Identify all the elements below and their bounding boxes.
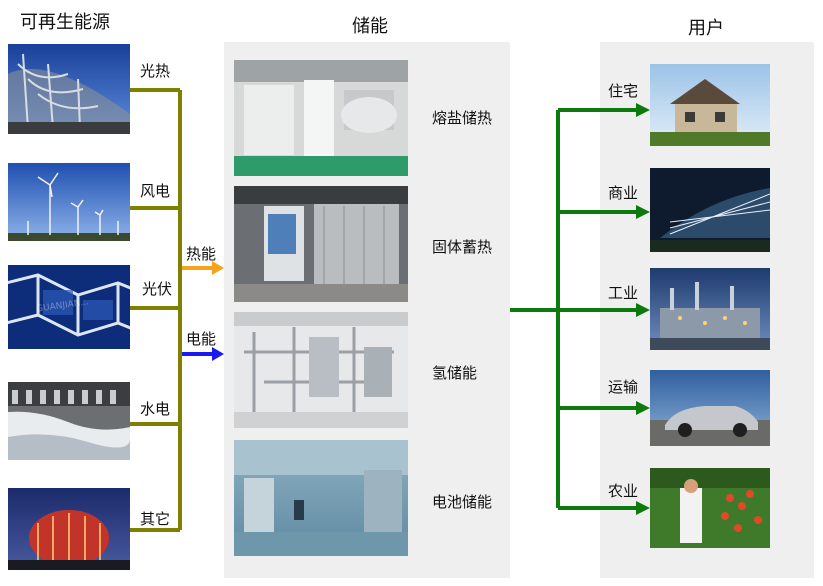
user-label-transport: 运输 bbox=[608, 378, 639, 396]
wind-turbines-photo bbox=[8, 163, 130, 241]
greenhouse-photo bbox=[650, 468, 770, 548]
storage-title: 储能 bbox=[352, 16, 388, 37]
industrial-plant-photo bbox=[650, 268, 770, 350]
other-building-photo bbox=[8, 488, 130, 570]
source-label-pv: 光伏 bbox=[142, 280, 173, 298]
commercial-building-photo bbox=[650, 168, 770, 252]
source-label-solar-thermal: 光热 bbox=[140, 62, 171, 80]
hydro-dam-photo bbox=[8, 382, 130, 460]
carrier-label-electric: 电能 bbox=[186, 330, 217, 348]
source-label-other: 其它 bbox=[140, 510, 171, 528]
carrier-label-heat: 热能 bbox=[186, 245, 217, 263]
user-label-industrial: 工业 bbox=[608, 284, 639, 302]
electric-car-photo bbox=[650, 370, 770, 446]
storage-label-molten-salt: 熔盐储热 bbox=[432, 109, 493, 127]
pv-panel-photo: GUANJIAN... bbox=[8, 265, 130, 349]
user-label-agriculture: 农业 bbox=[608, 482, 639, 500]
storage-label-battery: 电池储能 bbox=[432, 493, 493, 511]
hydrogen-equipment-photo bbox=[234, 312, 408, 428]
sources-title: 可再生能源 bbox=[20, 12, 110, 33]
house-photo bbox=[650, 64, 770, 146]
storage-label-solid-heat: 固体蓄热 bbox=[432, 238, 493, 256]
solid-heat-storage-photo bbox=[234, 186, 408, 302]
molten-salt-plant-photo bbox=[234, 60, 408, 176]
source-label-wind: 风电 bbox=[140, 182, 171, 200]
solar-thermal-trough-photo bbox=[8, 44, 130, 134]
users-title: 用户 bbox=[688, 18, 724, 39]
storage-label-hydrogen: 氢储能 bbox=[432, 364, 478, 382]
source-label-hydro: 水电 bbox=[140, 400, 171, 418]
user-label-commercial: 商业 bbox=[608, 184, 639, 202]
user-label-residential: 住宅 bbox=[608, 82, 639, 100]
battery-room-photo bbox=[234, 440, 408, 556]
